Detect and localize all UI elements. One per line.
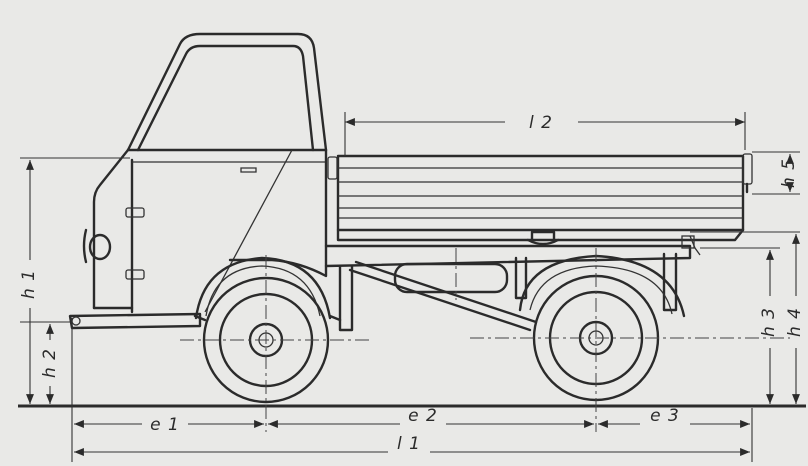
- rear-wheel: [518, 254, 686, 402]
- label-e2: e 2: [408, 406, 438, 426]
- chassis: [193, 235, 701, 332]
- front-wheel: [194, 256, 332, 404]
- cab: [82, 32, 328, 314]
- front-bumper: [68, 312, 202, 330]
- label-h2: h 2: [40, 348, 60, 378]
- label-l2: l 2: [529, 113, 553, 133]
- label-h1: h 1: [19, 269, 39, 299]
- label-e3: e 3: [650, 406, 680, 426]
- cargo-bed: [327, 153, 753, 246]
- center-lines: [180, 248, 790, 432]
- label-h4: h 4: [785, 307, 805, 337]
- label-h3: h 3: [759, 307, 779, 337]
- label-h5: h 5: [779, 158, 799, 188]
- label-l1: l 1: [397, 434, 421, 454]
- label-e1: e 1: [150, 415, 180, 435]
- dimensions: [20, 112, 800, 462]
